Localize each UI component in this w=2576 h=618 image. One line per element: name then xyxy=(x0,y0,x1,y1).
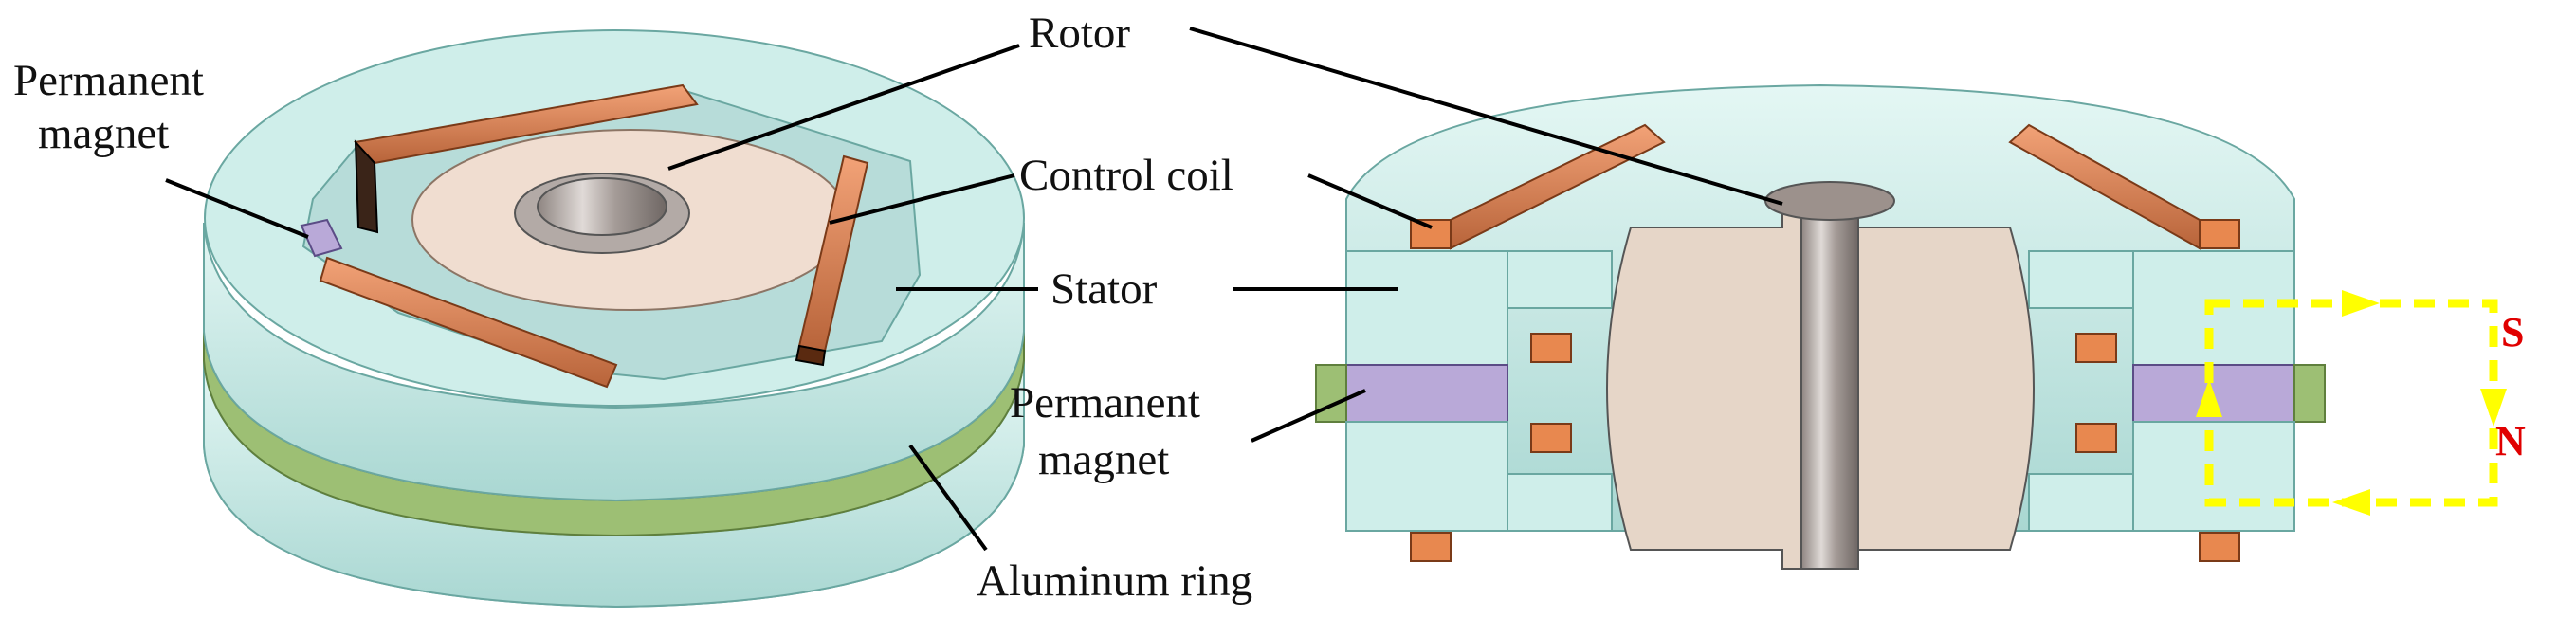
right-shaft-top xyxy=(1764,181,1895,221)
label-stator: Stator xyxy=(1050,264,1158,314)
flux-arrow-top xyxy=(2342,290,2380,317)
leader-aluminum xyxy=(908,444,988,552)
right-aluminum-left xyxy=(1315,364,1347,423)
right-tooth-ul xyxy=(1507,250,1613,309)
coil-section xyxy=(2075,423,2117,453)
right-aluminum-right xyxy=(2293,364,2326,423)
left-upper-stator-side xyxy=(203,222,1025,502)
right-coil-sections xyxy=(1410,219,2240,562)
leader-lines xyxy=(165,27,1783,552)
label-permanent-magnet-left: Permanent magnet xyxy=(13,56,215,158)
flux-arrow-up xyxy=(2196,379,2222,417)
left-control-coil-left xyxy=(319,256,618,389)
coil-section xyxy=(1410,219,1452,249)
right-coil-bar-right xyxy=(2008,123,2201,250)
label-permanent-magnet-left-line1: Permanent xyxy=(13,56,204,105)
left-control-coil-right-end xyxy=(795,344,827,367)
left-assembly-view xyxy=(203,29,1025,609)
right-stator-left-lower xyxy=(1345,421,1508,532)
label-permanent-magnet-left-line2: magnet xyxy=(38,109,169,158)
right-stator-right-upper xyxy=(2132,250,2295,366)
left-control-coil-top-end xyxy=(354,139,379,234)
label-pole-south: S xyxy=(2501,309,2524,355)
label-control-coil: Control coil xyxy=(1019,151,1233,200)
label-pole-north: N xyxy=(2495,418,2526,464)
flux-arrow-down xyxy=(2480,389,2507,427)
coil-section xyxy=(1530,423,1572,453)
label-rotor: Rotor xyxy=(1029,9,1130,58)
left-permanent-magnet xyxy=(300,218,343,258)
right-tooth-lr xyxy=(2028,473,2134,532)
coil-section xyxy=(2199,532,2240,562)
leader-pm-right xyxy=(1251,389,1366,443)
coil-section xyxy=(2075,333,2117,363)
right-coil-bar-left xyxy=(1450,123,1666,250)
leader-rotor-right xyxy=(1189,27,1783,206)
leader-coil-right xyxy=(1307,173,1433,229)
coil-section xyxy=(1530,333,1572,363)
labels: Rotor Permanent magnet Control coil Stat… xyxy=(13,9,2526,606)
label-permanent-magnet-right-line1: Permanent xyxy=(1010,378,1200,427)
leader-pm-left xyxy=(165,178,309,239)
flux-arrow-bottom xyxy=(2332,489,2370,516)
label-permanent-magnet-right-line2: magnet xyxy=(1038,435,1169,484)
right-tooth-ur xyxy=(2028,250,2134,309)
leader-rotor-left xyxy=(667,44,1020,171)
coil-section xyxy=(1410,532,1452,562)
left-shaft-inner xyxy=(537,177,667,236)
leader-coil-left xyxy=(829,173,1015,225)
right-shaft xyxy=(1800,203,1859,570)
right-section-view xyxy=(1315,83,2507,570)
flux-path xyxy=(2196,290,2507,516)
coil-section xyxy=(2199,219,2240,249)
label-aluminum-ring: Aluminum ring xyxy=(977,556,1252,606)
right-stator-right-lower xyxy=(2132,421,2295,532)
right-stator-left-upper xyxy=(1345,250,1508,366)
right-magnet-left xyxy=(1345,364,1508,423)
label-permanent-magnet-right: Permanent magnet xyxy=(1010,378,1212,484)
right-tooth-ll xyxy=(1507,473,1613,532)
